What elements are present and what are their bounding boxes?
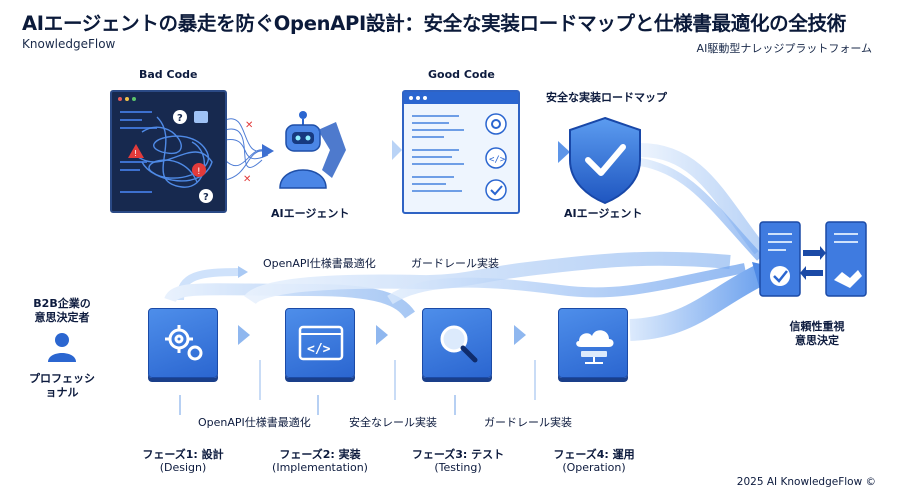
phase-2-sub: (Implementation) (272, 461, 368, 474)
connector-arrow-1 (238, 325, 250, 345)
svg-text:</>: </> (307, 342, 331, 357)
top-ribbon-arrow-2 (558, 141, 570, 163)
main-pipeline-to-right (629, 265, 765, 341)
svg-text:!: ! (134, 149, 137, 158)
top-ribbon-arrow (392, 140, 402, 160)
code-window-icon: </> (298, 325, 344, 361)
robot-icon (279, 111, 346, 189)
sub-label-guardrail: ガードレール実装 (484, 416, 572, 429)
top-ribbon-3 (639, 143, 766, 255)
phase-4-sub: (Operation) (562, 461, 626, 474)
bad-code-illustration: ? ! ! ? (118, 97, 213, 203)
phase-3-name: フェーズ3: テスト (411, 448, 505, 461)
left-actor-label-1: B2B企業の (33, 297, 91, 310)
upper-flow-3 (244, 251, 731, 305)
upper-flow-1-arrow (238, 266, 248, 278)
copyright: 2025 AI KnowledgeFlow © (736, 476, 876, 488)
top-ribbon-4 (639, 158, 763, 261)
svg-text:!: ! (197, 167, 201, 177)
exchange-arrows (800, 246, 826, 280)
tangle-arrow (262, 144, 274, 158)
person-icon (48, 333, 76, 362)
upper-openapi-label: OpenAPI仕様書最適化 (263, 257, 376, 270)
phase-1-sub: (Design) (159, 461, 207, 474)
agent-label-1: AIエージェント (271, 207, 350, 220)
roadmap-label: 安全な実装ロードマップ (546, 91, 667, 104)
upper-guardrail-label: ガードレール実装 (411, 257, 499, 270)
magnifier-icon (440, 325, 478, 363)
brand-name: KnowledgeFlow (22, 37, 116, 51)
error-mark-2: ✕ (243, 174, 251, 185)
sub-label-safe-rail: 安全なレール実装 (349, 416, 437, 429)
left-actor-role-1: プロフェッシ (29, 372, 95, 385)
good-code-label: Good Code (428, 68, 495, 81)
document-check-icon (759, 221, 801, 297)
phase-2-box: </> (285, 308, 355, 378)
phase-3-box (422, 308, 492, 378)
cloud-server-icon (576, 330, 614, 364)
shield-icon (569, 116, 641, 205)
phase-4-name: フェーズ4: 運用 (553, 448, 635, 461)
good-code-illustration: </> (404, 92, 518, 201)
svg-text:</>: </> (489, 155, 506, 165)
error-mark-1: ✕ (245, 120, 253, 131)
upper-flow-4 (387, 263, 746, 305)
phase-4-box (558, 308, 628, 378)
phase-3-sub: (Testing) (434, 461, 482, 474)
left-actor-role-2: ョナル (45, 386, 79, 399)
phase-1-name: フェーズ1: 設計 (142, 448, 224, 461)
right-actor-label-1: 信頼性重視 (789, 320, 845, 333)
phase-1-box (148, 308, 218, 378)
bad-code-label: Bad Code (139, 68, 198, 81)
gear-icon (165, 325, 203, 361)
phase-2-name: フェーズ2: 実装 (279, 448, 361, 461)
page-title: AIエージェントの暴走を防ぐOpenAPI設計：安全な実装ロードマップと仕様書最… (22, 12, 846, 35)
connector-arrow-3 (514, 325, 526, 345)
svg-text:?: ? (177, 113, 183, 124)
svg-text:?: ? (203, 192, 209, 203)
bad-code-panel: ? ! ! ? (110, 90, 227, 213)
connector-arrow-2 (376, 325, 388, 345)
tagline: AI駆動型ナレッジプラットフォーム (696, 42, 872, 55)
left-actor-label-2: 意思決定者 (34, 311, 90, 324)
right-actor-label-2: 意思決定 (795, 334, 839, 347)
sub-label-openapi: OpenAPI仕様書最適化 (198, 416, 311, 429)
good-code-panel: </> (402, 90, 520, 214)
handshake-icon (825, 221, 867, 297)
agent-label-2: AIエージェント (564, 207, 643, 220)
